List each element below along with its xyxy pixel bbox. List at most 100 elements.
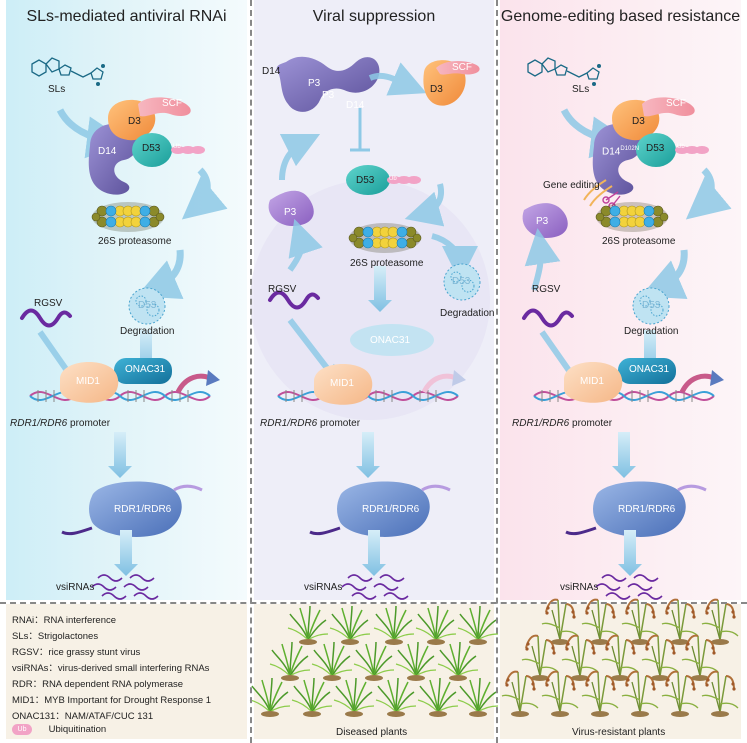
left-pathway	[20, 57, 228, 600]
d14-label: D14	[262, 66, 281, 77]
arrow-down	[612, 432, 636, 478]
panel-title: SLs-mediated antiviral RNAi	[26, 8, 227, 25]
ubiquitination-label: Ubiquitination	[48, 724, 107, 736]
promoter-genes: RDR1/RDR6	[260, 418, 318, 429]
promoter-genes: RDR1/RDR6	[10, 418, 68, 429]
vsirnas-label: vsiRNAs	[560, 582, 599, 593]
d53-label: D53	[142, 143, 161, 154]
legend-item: RDR：RNA dependent RNA polymerase	[12, 679, 184, 690]
promoter-label: RDR1/RDR6 promoter	[512, 418, 612, 429]
vsirnas-icon	[341, 574, 409, 600]
rgsv-label: RGSV	[532, 284, 561, 295]
d3-label: D3	[128, 116, 141, 127]
scf-protein-free	[436, 61, 480, 75]
ub-label: Ub	[173, 144, 181, 150]
proteasome-label: 26S proteasome	[350, 258, 424, 269]
dna-promoter-icon	[533, 389, 715, 403]
d14-label: D14D102N	[602, 146, 639, 157]
diseased-plants-label: Diseased plants	[336, 727, 408, 738]
p3-protein	[268, 190, 314, 226]
d53-protein	[346, 165, 390, 195]
proteasome-label: 26S proteasome	[98, 236, 172, 247]
divider	[250, 0, 252, 743]
scf-label: SCF	[162, 98, 182, 109]
middle-pathway	[250, 56, 490, 600]
vsirnas-icon	[91, 574, 159, 600]
proteasome-icon	[91, 201, 165, 233]
onac31-label: ONAC31	[370, 335, 411, 346]
legend-item: vsiRNAs：virus-derived small interfering …	[12, 663, 210, 674]
onac31-label: ONAC31	[125, 364, 166, 375]
legend-item: RGSV：rice grassy stunt virus	[12, 647, 141, 658]
proteasome-icon	[595, 201, 669, 233]
mid1-label: MID1	[580, 376, 604, 387]
dna-promoter-icon	[29, 389, 211, 403]
mid1-protein	[564, 362, 623, 403]
onac31-label: ONAC31	[629, 364, 670, 375]
right-pathway	[522, 57, 732, 600]
d3-label: D3	[632, 116, 645, 127]
scf-label: SCF	[452, 62, 472, 73]
p3-label: P3	[322, 90, 335, 101]
p3-label: P3	[284, 207, 297, 218]
onac31-protein-faded	[350, 324, 434, 356]
degradation-label: Degradation	[624, 326, 679, 337]
p3-label: P3	[536, 216, 549, 227]
legend-item: MID1：MYB Important for Drought Response …	[12, 695, 212, 706]
legend-ub-row: Ub Ubiquitination	[12, 724, 106, 735]
arrow-down	[108, 432, 132, 478]
sls-molecule-icon	[527, 57, 602, 87]
legend-item: ONAC131：NAM/ATAF/CUC 131	[12, 711, 154, 722]
rgsv-virus-icon	[522, 308, 574, 328]
d14-mutation-superscript: D102N	[620, 146, 640, 152]
gene-editing-label: Gene editing	[543, 180, 600, 191]
mid1-protein	[314, 364, 373, 405]
onac31-protein	[618, 358, 676, 384]
legend-item: SLs：Strigolactones	[12, 631, 99, 642]
d53-label: D53	[356, 175, 375, 186]
vsirnas-label: vsiRNAs	[56, 582, 95, 593]
arrow-down	[356, 432, 380, 478]
degraded-d53-label: D53	[642, 300, 661, 311]
vsirnas-label: vsiRNAs	[304, 582, 343, 593]
d14-p3-complex	[276, 56, 380, 112]
resistant-plants-icons	[501, 598, 739, 718]
promoter-genes: RDR1/RDR6	[512, 418, 570, 429]
d14-label: D14	[98, 146, 117, 157]
rdr-label: RDR1/RDR6	[114, 504, 172, 515]
vsirnas-icon	[595, 574, 663, 600]
mid1-protein	[60, 362, 119, 403]
rgsv-label: RGSV	[268, 284, 297, 295]
degradation-label: Degradation	[120, 326, 175, 337]
rdr-label: RDR1/RDR6	[618, 504, 676, 515]
panel-title: Genome-editing based resistance	[500, 8, 741, 25]
degradation-label: Degradation	[440, 308, 495, 319]
rdr-label: RDR1/RDR6	[362, 504, 420, 515]
onac31-protein	[114, 358, 172, 384]
mid1-label: MID1	[330, 378, 354, 389]
d3-label: D3	[430, 84, 443, 95]
proteasome-icon	[348, 222, 422, 254]
legend-box	[6, 604, 247, 739]
legend-item: RNAi：RNA interference	[12, 615, 117, 626]
scf-label: SCF	[666, 98, 686, 109]
promoter-label: RDR1/RDR6 promoter	[260, 418, 360, 429]
ub-label: Ub	[677, 144, 685, 150]
d53-label: D53	[646, 143, 665, 154]
proteasome-label: 26S proteasome	[602, 236, 676, 247]
sls-label: SLs	[48, 84, 66, 95]
degraded-d53-label: D53	[138, 300, 157, 311]
resistant-plants-label: Virus-resistant plants	[572, 727, 666, 738]
ub-badge-icon: Ub	[12, 724, 32, 735]
divider	[0, 602, 747, 604]
promoter-word: promoter	[569, 418, 613, 429]
promoter-word: promoter	[317, 418, 361, 429]
promoter-label: RDR1/RDR6 promoter	[10, 418, 110, 429]
p3-label: P3	[308, 78, 321, 89]
mid1-label: MID1	[76, 376, 100, 387]
promoter-word: promoter	[67, 418, 111, 429]
diseased-plants-icons	[249, 605, 499, 718]
ub-label: Ub	[389, 176, 397, 182]
degraded-d53-label: D53	[452, 276, 471, 287]
